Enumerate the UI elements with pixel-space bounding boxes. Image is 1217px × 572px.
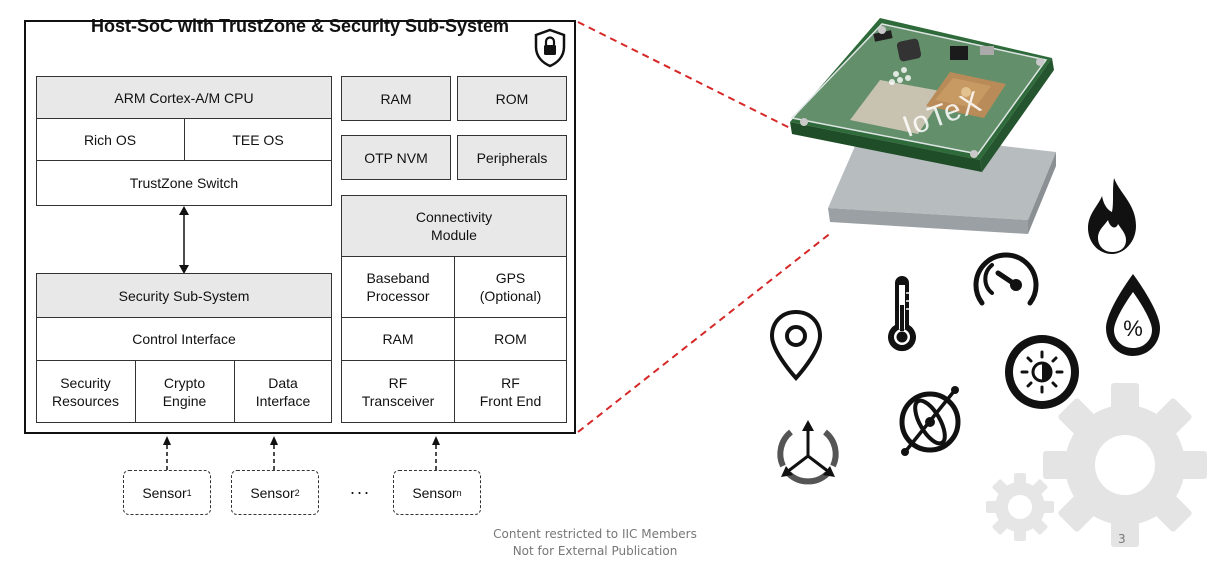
connectivity-ram: RAM — [382, 331, 414, 347]
crypto-engine-line1: Crypto — [163, 374, 206, 391]
gauge-icon — [973, 252, 1039, 306]
crypto-engine: Crypto Engine — [136, 361, 233, 422]
ram-box: RAM — [341, 76, 451, 121]
rf-transceiver: RF Transceiver — [342, 361, 454, 422]
map-pin-icon — [769, 309, 823, 381]
gps-optional: GPS (Optional) — [455, 257, 566, 317]
data-interface-line1: Data — [268, 374, 298, 391]
flame-icon — [1088, 178, 1136, 254]
rf-front-end-line1: RF — [501, 374, 520, 391]
device-board-image: IoTeX — [790, 18, 1056, 234]
brightness-icon — [1005, 335, 1079, 409]
peripherals-box: Peripherals — [457, 135, 567, 180]
lock-shield-icon — [534, 28, 566, 68]
baseband-line2: Processor — [366, 288, 430, 304]
connectivity-header-line1: Connectivity — [415, 209, 493, 225]
rf-front-end-line2: Front End — [479, 392, 542, 409]
tee-os: TEE OS — [232, 131, 284, 148]
connectivity-header-line2: Module — [431, 227, 477, 243]
gps-line2: (Optional) — [479, 288, 542, 304]
gear-icon-small — [986, 473, 1054, 541]
rf-front-end: RF Front End — [455, 361, 566, 422]
thermometer-icon — [888, 276, 916, 352]
sensor-n-label: Sensor — [412, 484, 457, 501]
sensor-arrows — [163, 436, 440, 470]
crypto-engine-line2: Engine — [162, 392, 207, 409]
svg-text:%: % — [1123, 316, 1143, 341]
sensor-ellipsis: ··· — [349, 482, 371, 502]
rf-transceiver-line2: Transceiver — [361, 392, 435, 409]
control-interface: Control Interface — [132, 331, 236, 347]
cpu-header: ARM Cortex-A/M CPU — [37, 77, 331, 118]
rf-transceiver-line1: RF — [388, 374, 408, 391]
page-number: 3 — [1118, 532, 1126, 546]
sensor-n-sub: n — [456, 487, 462, 498]
security-resources: Security Resources — [37, 361, 134, 422]
data-interface: Data Interface — [235, 361, 331, 422]
sensor-1-sub: 1 — [186, 487, 192, 498]
sensor-2-label: Sensor — [250, 484, 295, 501]
accelerometer-icon — [777, 420, 839, 485]
baseband-line1: Baseband — [366, 270, 430, 286]
footer-line1: Content restricted to IIC Members — [493, 527, 697, 541]
security-resources-line2: Resources — [52, 392, 119, 409]
sensor-2-sub: 2 — [294, 487, 300, 498]
otp-nvm-box: OTP NVM — [341, 135, 451, 180]
security-resources-line1: Security — [60, 374, 111, 391]
diagram-title: Host-SoC with TrustZone & Security Sub-S… — [90, 16, 510, 36]
connectivity-rom: ROM — [494, 331, 527, 347]
humidity-drop-icon: % — [1106, 274, 1160, 356]
connectivity-header: Connectivity Module — [342, 196, 566, 256]
sensor-1-label: Sensor — [142, 484, 187, 501]
footer-notice: Content restricted to IIC Members Not fo… — [430, 526, 760, 560]
gear-icon-large — [1043, 383, 1207, 547]
bidirectional-arrow — [179, 206, 189, 274]
trustzone-switch: TrustZone Switch — [129, 175, 239, 191]
data-interface-line2: Interface — [255, 392, 311, 409]
rich-os: Rich OS — [83, 131, 137, 148]
footer-line2: Not for External Publication — [512, 544, 678, 558]
gps-line1: GPS — [495, 270, 526, 286]
baseband-processor: Baseband Processor — [342, 257, 454, 317]
security-header: Security Sub-System — [37, 274, 331, 317]
gyroscope-icon — [899, 386, 961, 456]
rom-box: ROM — [457, 76, 567, 121]
